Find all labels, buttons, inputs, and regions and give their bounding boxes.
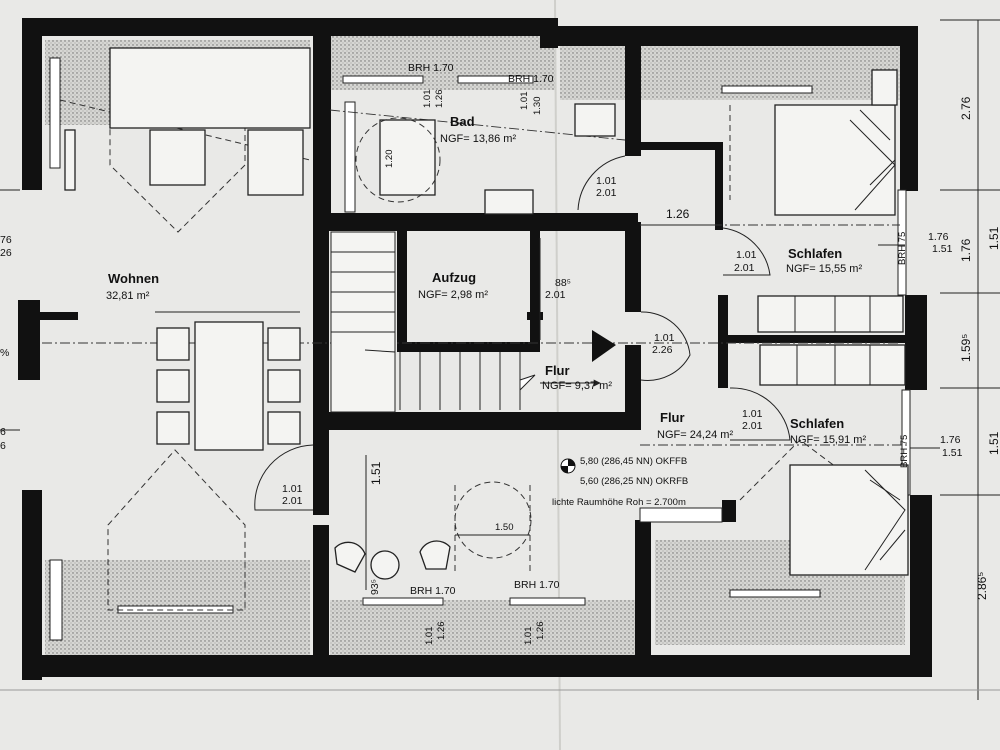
dim-right-151: 1.51 bbox=[987, 226, 1000, 250]
door-swings bbox=[254, 155, 791, 511]
room-name-bad: Bad bbox=[450, 114, 475, 129]
dim-101-bottom-2: 1.01 bbox=[523, 627, 534, 646]
room-area-aufzug: NGF= 2,98 m² bbox=[418, 289, 488, 301]
level-clear-height: lichte Raumhöhe Roh = 2.700m bbox=[552, 497, 686, 508]
dim-left-6a: 6 bbox=[0, 426, 6, 438]
door-201-bath: 2.01 bbox=[596, 187, 617, 199]
room-name-flur-big: Flur bbox=[660, 410, 685, 425]
level-okffb: 5,80 (286,45 NN) OKFFB bbox=[580, 456, 687, 467]
room-name-flur-small: Flur bbox=[545, 363, 570, 378]
dim-126-bath-1: 1.26 bbox=[434, 90, 445, 109]
dim-left-6b: 6 bbox=[0, 440, 6, 452]
room-name-schlafen-top: Schlafen bbox=[788, 246, 842, 261]
window-brh-bottom-1: BRH 1.70 bbox=[410, 585, 456, 597]
furniture-schlafen-bottom bbox=[789, 464, 909, 576]
door-101-schlafen-bottom: 1.01 bbox=[742, 408, 763, 420]
room-area-schlafen-top: NGF= 15,55 m² bbox=[786, 263, 862, 275]
dim-stair-935: 93⁵ bbox=[369, 579, 381, 595]
outer-dimension-lines bbox=[0, 19, 1000, 700]
dim-circle-150: 1.50 bbox=[495, 522, 514, 533]
dim-176-schlafen-bottom: 1.76 bbox=[940, 434, 961, 446]
dim-101-bath-1: 1.01 bbox=[422, 90, 433, 109]
door-101-wohnen: 1.01 bbox=[282, 483, 303, 495]
room-name-aufzug: Aufzug bbox=[432, 270, 476, 285]
furniture-wohnen bbox=[64, 47, 311, 451]
room-name-schlafen-bottom: Schlafen bbox=[790, 416, 844, 431]
door-101-bath: 1.01 bbox=[596, 175, 617, 187]
dim-176-schlafen-top: 1.76 bbox=[928, 231, 949, 243]
door-101-schlafen-top: 1.01 bbox=[736, 249, 757, 261]
door-201-aufzug: 2.01 bbox=[545, 289, 566, 301]
furniture-bad bbox=[355, 103, 616, 215]
door-101-flur: 1.01 bbox=[654, 332, 675, 344]
dim-151-schlafen-bottom: 1.51 bbox=[942, 447, 963, 459]
dim-aufzug-depth: 88⁵ bbox=[555, 277, 571, 289]
dim-right-1595: 1.59⁵ bbox=[959, 334, 973, 362]
interior-dimensions bbox=[365, 224, 940, 590]
dim-151-schlafen-top: 1.51 bbox=[932, 243, 953, 255]
room-area-flur-small: NGF= 9,37 m² bbox=[542, 380, 612, 392]
window-brh-top-2: BRH 1.70 bbox=[508, 73, 554, 85]
dim-left-76: 76 bbox=[0, 234, 12, 246]
walls bbox=[18, 18, 932, 680]
dim-flur-width: 1.26 bbox=[666, 207, 690, 221]
dim-101-bath-2: 1.01 bbox=[519, 92, 530, 111]
dim-right-176: 1.76 bbox=[959, 238, 973, 262]
room-area-schlafen-bottom: NGF= 15,91 m² bbox=[790, 434, 866, 446]
dim-hall-width: 1.51 bbox=[369, 461, 383, 485]
level-marker bbox=[560, 458, 576, 474]
room-area-wohnen: 32,81 m² bbox=[106, 290, 150, 302]
level-okrfb: 5,60 (286,25 NN) OKRFB bbox=[580, 476, 688, 487]
dim-101-bottom-1: 1.01 bbox=[424, 627, 435, 646]
door-226-flur: 2.26 bbox=[652, 344, 673, 356]
window-brh-75-top: BRH 75 bbox=[897, 232, 908, 265]
dim-right-151-cut: 1.51 bbox=[987, 431, 1000, 455]
dim-126-bottom-1: 1.26 bbox=[436, 622, 447, 641]
dim-120-circle: 1.20 bbox=[384, 150, 395, 169]
door-201-schlafen-top: 2.01 bbox=[734, 262, 755, 274]
window-brh-top-1: BRH 1.70 bbox=[408, 62, 454, 74]
room-area-flur-big: NGF= 24,24 m² bbox=[657, 429, 733, 441]
furniture-flur bbox=[334, 481, 723, 580]
door-201-schlafen-bottom: 2.01 bbox=[742, 420, 763, 432]
window-brh-bottom-2: BRH 1.70 bbox=[514, 579, 560, 591]
window-brh-75-bottom: BRH 75 bbox=[899, 435, 910, 468]
staircase bbox=[330, 231, 601, 413]
room-name-wohnen: Wohnen bbox=[108, 271, 159, 286]
furniture-schlafen-top bbox=[757, 69, 906, 386]
door-201-wohnen: 2.01 bbox=[282, 495, 303, 507]
stair-arrow-icon bbox=[592, 330, 616, 362]
dim-126-bottom-2: 1.26 bbox=[535, 622, 546, 641]
room-area-bad: NGF= 13,86 m² bbox=[440, 133, 516, 145]
dim-left-26: 26 bbox=[0, 247, 12, 259]
dim-130-bath: 1.30 bbox=[532, 97, 543, 116]
dim-right-276: 2.76 bbox=[959, 96, 973, 120]
dim-left-pct: % bbox=[0, 347, 9, 359]
dim-right-2865: 2.86⁵ bbox=[975, 572, 989, 600]
